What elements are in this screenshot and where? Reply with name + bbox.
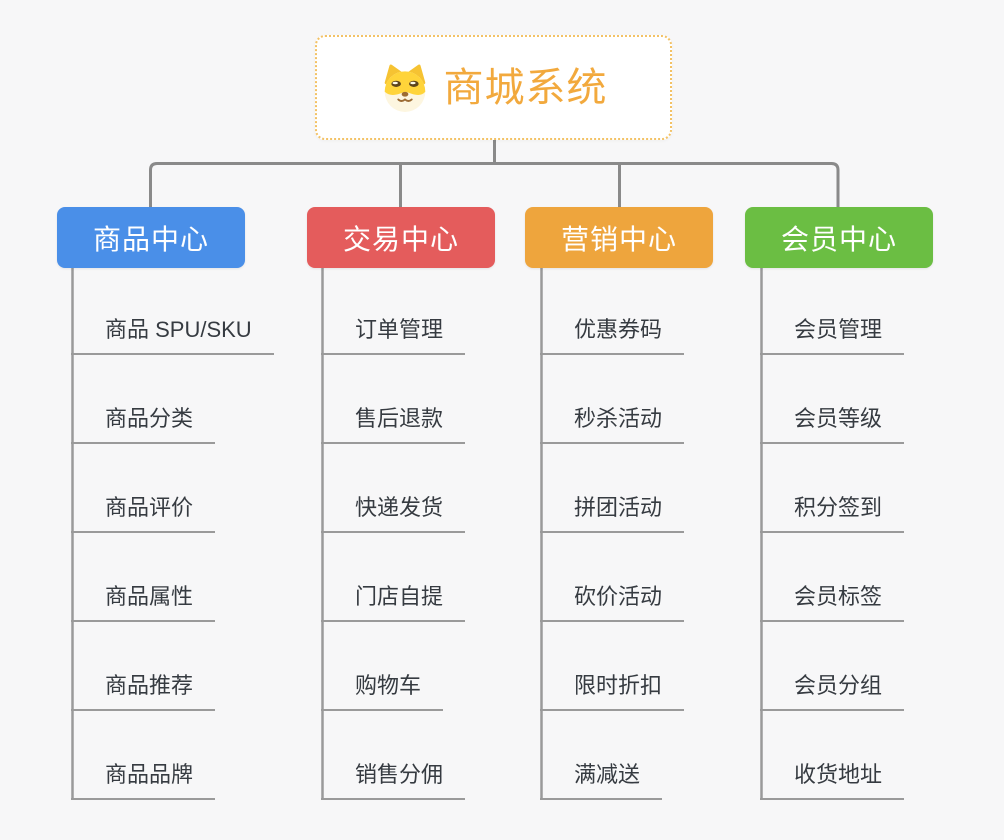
leaf-node[interactable]: 限时折扣 bbox=[540, 669, 685, 711]
leaf-node[interactable]: 积分签到 bbox=[760, 491, 905, 533]
leaf-node[interactable]: 砍价活动 bbox=[540, 580, 685, 622]
leaf-node[interactable]: 拼团活动 bbox=[540, 491, 685, 533]
leaf-node[interactable]: 会员等级 bbox=[760, 402, 905, 444]
leaf-node[interactable]: 购物车 bbox=[321, 669, 444, 711]
leaf-node[interactable]: 优惠券码 bbox=[540, 313, 685, 355]
leaf-node[interactable]: 门店自提 bbox=[321, 580, 466, 622]
branch-node-members[interactable]: 会员中心 bbox=[745, 207, 933, 268]
root-node[interactable]: 商城系统 bbox=[315, 35, 672, 140]
branch-label: 商品中心 bbox=[92, 223, 209, 255]
leaf-node[interactable]: 秒杀活动 bbox=[540, 402, 685, 444]
leaf-node[interactable]: 满减送 bbox=[540, 758, 663, 800]
leaf-node[interactable]: 收货地址 bbox=[760, 758, 905, 800]
leaf-node[interactable]: 会员分组 bbox=[760, 669, 905, 711]
leaf-node[interactable]: 商品属性 bbox=[71, 580, 216, 622]
leaf-node[interactable]: 销售分佣 bbox=[321, 758, 466, 800]
leaf-node[interactable]: 商品品牌 bbox=[71, 758, 216, 800]
leaf-node[interactable]: 商品 SPU/SKU bbox=[71, 313, 274, 355]
branch-node-products[interactable]: 商品中心 bbox=[57, 207, 245, 268]
leaf-node[interactable]: 商品评价 bbox=[71, 491, 216, 533]
leaf-node[interactable]: 商品分类 bbox=[71, 402, 216, 444]
leaf-node[interactable]: 快递发货 bbox=[321, 491, 466, 533]
branch-node-marketing[interactable]: 营销中心 bbox=[525, 207, 713, 268]
leaf-node[interactable]: 订单管理 bbox=[321, 313, 466, 355]
leaf-node[interactable]: 会员管理 bbox=[760, 313, 905, 355]
root-node-label: 商城系统 bbox=[443, 65, 608, 110]
branch-label: 会员中心 bbox=[780, 223, 897, 255]
shiba-dog-icon bbox=[384, 64, 425, 112]
leaf-node[interactable]: 会员标签 bbox=[760, 580, 905, 622]
leaf-node[interactable]: 商品推荐 bbox=[71, 669, 216, 711]
branch-node-trade[interactable]: 交易中心 bbox=[307, 207, 495, 268]
branch-label: 交易中心 bbox=[342, 223, 459, 255]
leaf-node[interactable]: 售后退款 bbox=[321, 402, 466, 444]
branch-label: 营销中心 bbox=[560, 223, 677, 255]
